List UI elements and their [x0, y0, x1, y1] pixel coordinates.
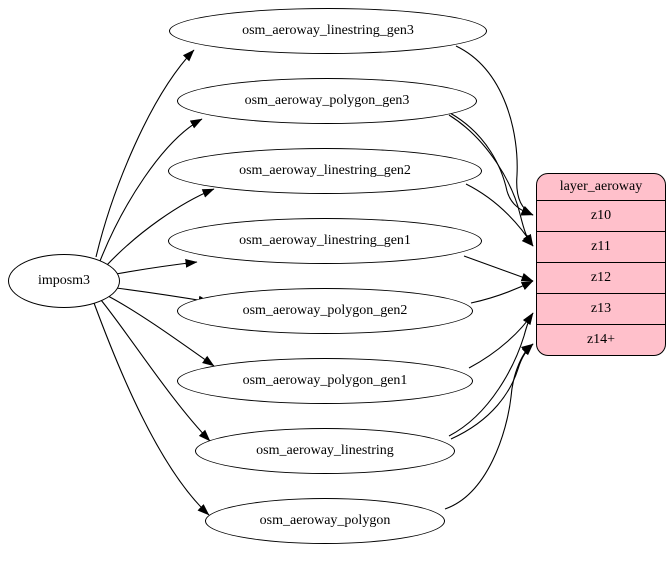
- table-label: osm_aeroway_polygon_gen1: [242, 373, 408, 388]
- edge-osm-aeroway-linestring-to-z13: [448, 312, 534, 437]
- table-label: osm_aeroway_linestring_gen2: [239, 163, 411, 178]
- edge-osm-aeroway-polygon-gen2-to-z12: [470, 280, 534, 304]
- edge-osm-aeroway-linestring-gen1-to-z12: [463, 255, 534, 282]
- node-layer-aeroway: layer_aeroway z10 z11 z12 z13 z14+: [536, 173, 666, 356]
- edge-imposm3-to-osm-aeroway-linestring-gen3: [95, 49, 195, 258]
- node-osm-aeroway-linestring-gen3: osm_aeroway_linestring_gen3: [169, 8, 487, 54]
- edge-imposm3-to-osm-aeroway-polygon: [93, 302, 210, 516]
- table-label: osm_aeroway_linestring: [256, 443, 394, 458]
- edge-osm-aeroway-linestring-gen2-to-z11: [465, 183, 534, 247]
- table-label: osm_aeroway_polygon: [259, 513, 391, 528]
- node-osm-aeroway-polygon-gen2: osm_aeroway_polygon_gen2: [177, 288, 473, 334]
- edge-osm-aeroway-polygon-gen3-to-z10: [449, 112, 534, 216]
- edge-osm-aeroway-polygon-to-z14: [444, 343, 534, 510]
- layer-row-z11: z11: [537, 231, 665, 262]
- edge-imposm3-to-osm-aeroway-linestring-gen1: [115, 258, 198, 275]
- layer-aeroway-title: layer_aeroway: [559, 179, 643, 194]
- edge-osm-aeroway-polygon-gen1-to-z13: [468, 312, 534, 369]
- node-osm-aeroway-polygon-gen1: osm_aeroway_polygon_gen1: [177, 358, 473, 404]
- node-osm-aeroway-polygon-gen3: osm_aeroway_polygon_gen3: [177, 78, 477, 124]
- table-label: osm_aeroway_linestring_gen1: [239, 233, 411, 248]
- edge-osm-aeroway-linestring-to-z14: [450, 343, 534, 440]
- layer-row-z12: z12: [537, 262, 665, 293]
- edge-imposm3-to-osm-aeroway-linestring-gen2: [105, 188, 215, 267]
- table-label: osm_aeroway_linestring_gen3: [242, 23, 414, 38]
- edge-imposm3-to-osm-aeroway-polygon-gen1: [107, 295, 215, 367]
- node-osm-aeroway-linestring: osm_aeroway_linestring: [195, 428, 455, 474]
- node-osm-aeroway-linestring-gen1: osm_aeroway_linestring_gen1: [168, 218, 482, 264]
- node-imposm3: imposm3: [8, 254, 120, 308]
- edge-imposm3-to-osm-aeroway-polygon-gen3: [99, 118, 203, 262]
- layer-row-z13: z13: [537, 293, 665, 324]
- table-label: osm_aeroway_polygon_gen2: [242, 303, 408, 318]
- layer-row-z14: z14+: [537, 324, 665, 355]
- layer-row-z10: z10: [537, 200, 665, 231]
- node-osm-aeroway-linestring-gen2: osm_aeroway_linestring_gen2: [168, 148, 482, 194]
- edge-osm-aeroway-linestring-gen3-to-z10: [455, 45, 534, 216]
- node-imposm3-label: imposm3: [37, 273, 91, 288]
- edge-imposm3-to-osm-aeroway-linestring: [100, 299, 211, 442]
- node-osm-aeroway-polygon: osm_aeroway_polygon: [205, 498, 445, 544]
- table-label: osm_aeroway_polygon_gen3: [244, 93, 410, 108]
